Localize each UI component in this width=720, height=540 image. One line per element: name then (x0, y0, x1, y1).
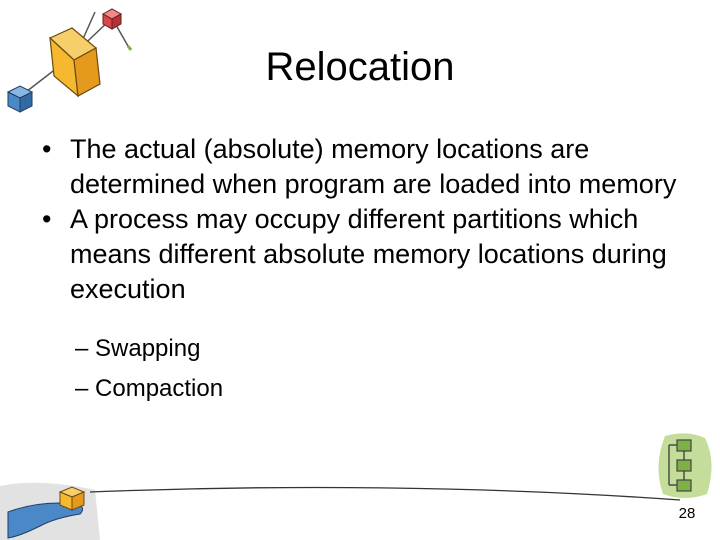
bullet-item: • The actual (absolute) memory locations… (40, 132, 680, 202)
sub-bullet-item: – Swapping (75, 335, 201, 362)
slide-body: • The actual (absolute) memory locations… (40, 132, 680, 409)
flowchart-clipart-icon (658, 433, 712, 498)
bullet-item: • A process may occupy different partiti… (40, 202, 680, 307)
page-number: 28 (678, 505, 696, 522)
sub-bullet-list: – Swapping – Compaction (40, 329, 680, 409)
bullet-marker: • (42, 204, 52, 234)
footer-divider-line (90, 486, 681, 501)
bullet-marker: • (42, 134, 52, 164)
slide-title: Relocation (265, 45, 455, 89)
bullet-text: The actual (absolute) memory locations a… (70, 134, 677, 199)
sub-bullet-item: – Compaction (75, 375, 224, 402)
bullet-text: A process may occupy different partition… (70, 204, 667, 304)
hand-holding-cube-clipart-icon (0, 482, 100, 540)
molecule-cubes-clipart-icon (6, 8, 133, 113)
